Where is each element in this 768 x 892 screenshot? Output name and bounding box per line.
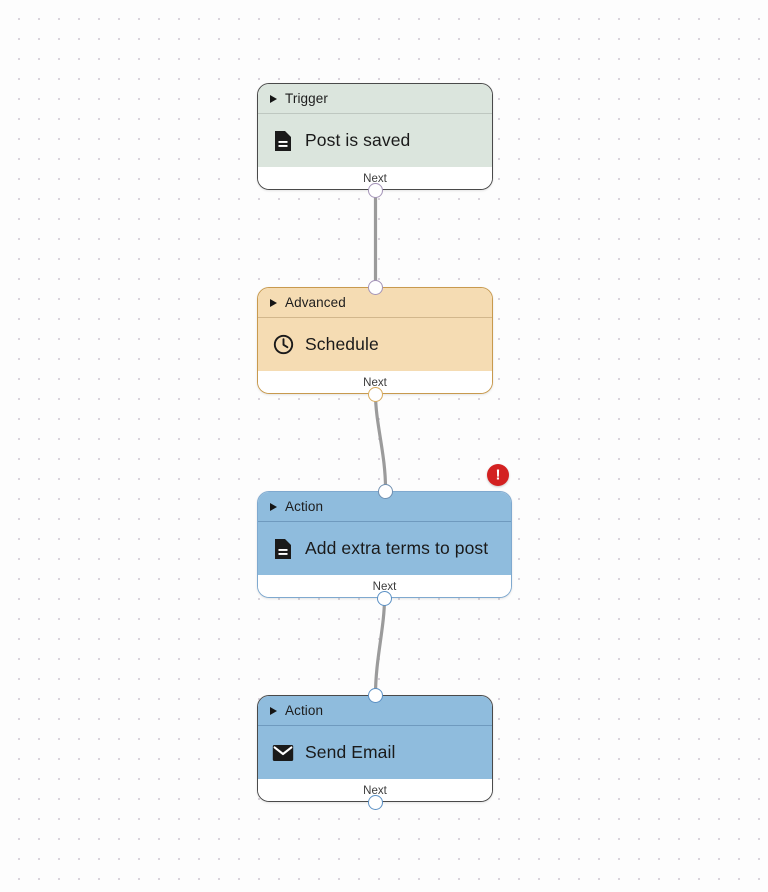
node-output-handle-advanced[interactable]: [368, 386, 383, 402]
node-title: Post is saved: [305, 130, 411, 150]
status-badge-error[interactable]: !: [487, 464, 509, 486]
node-header-label: Trigger: [285, 91, 328, 106]
node-footer-next[interactable]: Next: [258, 575, 511, 597]
node-header-advanced[interactable]: Advanced: [258, 288, 492, 318]
node-body-action-add-terms[interactable]: Add extra terms to post: [258, 522, 511, 575]
workflow-node-action-add-terms[interactable]: Action Add extra terms to post Next: [257, 491, 512, 598]
node-footer-label: Next: [372, 580, 397, 593]
node-title: Send Email: [305, 742, 396, 762]
node-body-action-send-email[interactable]: Send Email: [258, 726, 492, 779]
node-output-handle-action-send-email[interactable]: [368, 794, 383, 810]
node-input-handle-action-send-email[interactable]: [368, 687, 383, 703]
workflow-node-advanced[interactable]: Advanced Schedule Next: [257, 287, 493, 394]
workflow-node-action-send-email[interactable]: Action Send Email Next: [257, 695, 493, 802]
node-body-advanced[interactable]: Schedule: [258, 318, 492, 371]
error-badge-glyph: !: [495, 466, 501, 483]
node-output-handle-action-add-terms[interactable]: [377, 590, 392, 606]
node-footer-label: Next: [363, 784, 387, 797]
edge-advanced-to-action-terms: [373, 392, 388, 493]
chevron-right-icon[interactable]: [270, 706, 277, 715]
node-title: Add extra terms to post: [305, 538, 489, 558]
node-header-label: Action: [285, 703, 324, 718]
document-icon: [272, 130, 294, 152]
node-footer-label: Next: [363, 172, 387, 185]
chevron-right-icon[interactable]: [270, 298, 277, 307]
node-body-trigger[interactable]: Post is saved: [258, 114, 492, 167]
node-title: Schedule: [305, 334, 379, 354]
node-header-label: Advanced: [285, 295, 346, 310]
node-input-handle-advanced[interactable]: [368, 279, 383, 295]
chevron-right-icon[interactable]: [270, 94, 277, 103]
node-footer-next[interactable]: Next: [258, 779, 492, 801]
clock-icon: [272, 334, 294, 356]
edge-action-terms-to-send-email: [373, 596, 387, 697]
node-header-trigger[interactable]: Trigger: [258, 84, 492, 114]
node-footer-next[interactable]: Next: [258, 371, 492, 393]
node-footer-next[interactable]: Next: [258, 167, 492, 189]
node-footer-label: Next: [363, 376, 387, 389]
document-icon: [272, 538, 294, 560]
node-output-handle-trigger[interactable]: [368, 182, 383, 198]
node-input-handle-action-add-terms[interactable]: [378, 483, 393, 499]
envelope-icon: [272, 742, 294, 764]
chevron-right-icon[interactable]: [270, 502, 277, 511]
node-header-label: Action: [285, 499, 324, 514]
workflow-node-trigger[interactable]: Trigger Post is saved Next: [257, 83, 493, 190]
